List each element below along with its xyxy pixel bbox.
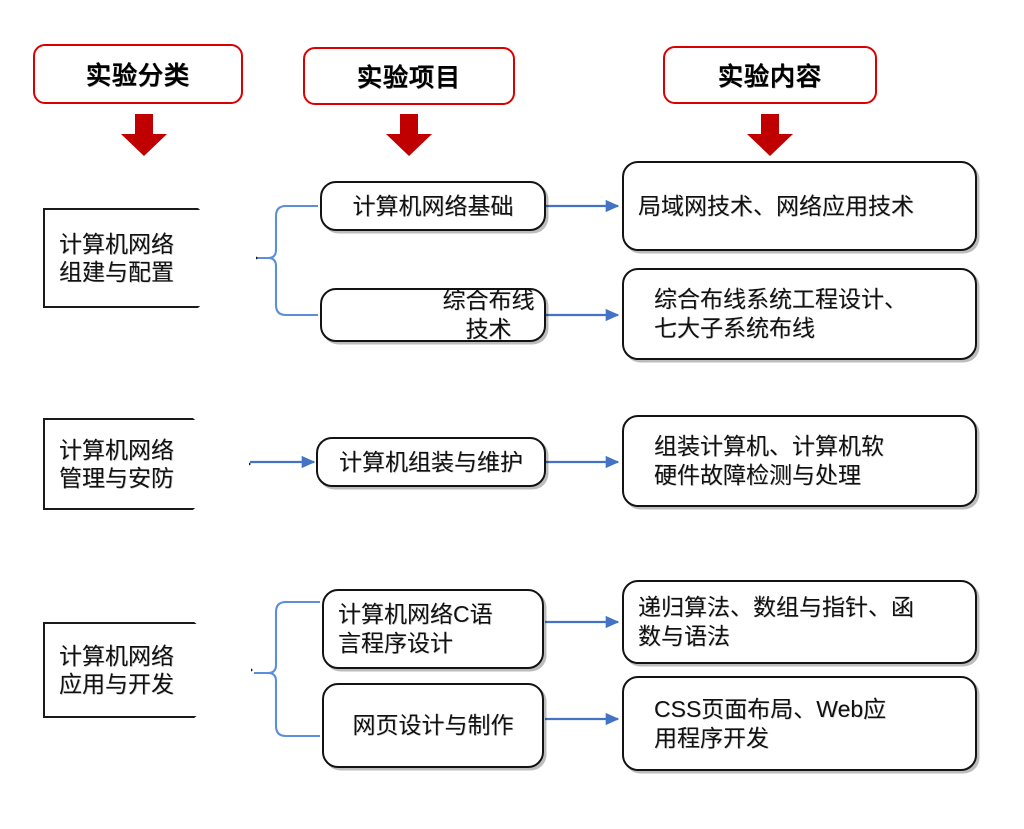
category-shape-row3[interactable]: 计算机网络 应用与开发 xyxy=(43,622,253,718)
down-arrow-icon-project xyxy=(386,114,432,156)
content-box-row3-item1[interactable]: 递归算法、数组与指针、函 数与语法 xyxy=(622,580,977,664)
category-label-row1: 计算机网络 组建与配置 xyxy=(59,230,174,285)
header-label-content: 实验内容 xyxy=(717,63,822,91)
project-box-row3-item1[interactable]: 计算机网络C语 言程序设计 xyxy=(322,589,544,669)
content-box-row1-item1[interactable]: 局域网技术、网络应用技术 xyxy=(622,161,977,251)
category-shape-row1[interactable]: 计算机网络 组建与配置 xyxy=(43,208,258,308)
project-label-row3-item1: 计算机网络C语 言程序设计 xyxy=(338,601,493,656)
header-label-project: 实验项目 xyxy=(356,64,461,92)
content-label-row1-item2: 综合布线系统工程设计、 七大子系统布线 xyxy=(654,286,907,341)
project-box-row1-item1[interactable]: 计算机网络基础 xyxy=(320,181,546,231)
branch-connector-row1 xyxy=(254,204,318,317)
header-label-category: 实验分类 xyxy=(85,62,190,90)
project-box-row3-item2[interactable]: 网页设计与制作 xyxy=(322,683,544,768)
header-pill-category[interactable]: 实验分类 xyxy=(33,44,243,104)
header-pill-project[interactable]: 实验项目 xyxy=(303,47,515,105)
header-pill-content[interactable]: 实验内容 xyxy=(663,46,877,104)
project-box-row2-item1[interactable]: 计算机组装与维护 xyxy=(316,437,546,487)
content-label-row1-item1: 局域网技术、网络应用技术 xyxy=(638,192,914,219)
project-label-row1-item1: 计算机网络基础 xyxy=(352,192,514,219)
project-box-row1-item2[interactable]: 综合布线技术 xyxy=(320,287,546,342)
project-label-row3-item2: 网页设计与制作 xyxy=(352,712,514,739)
content-box-row3-item2[interactable]: CSS页面布局、Web应 用程序开发 xyxy=(622,676,977,771)
category-label-row2: 计算机网络 管理与安防 xyxy=(59,436,174,491)
content-box-row1-item2[interactable]: 综合布线系统工程设计、 七大子系统布线 xyxy=(622,268,977,360)
content-box-row2-item1[interactable]: 组装计算机、计算机软 硬件故障检测与处理 xyxy=(622,415,977,507)
category-label-row3: 计算机网络 应用与开发 xyxy=(59,642,174,697)
content-label-row3-item1: 递归算法、数组与指针、函 数与语法 xyxy=(638,594,914,649)
project-label-row2-item1: 计算机组装与维护 xyxy=(339,448,523,475)
down-arrow-icon-category xyxy=(121,114,167,156)
content-label-row2-item1: 组装计算机、计算机软 硬件故障检测与处理 xyxy=(654,433,884,488)
content-label-row3-item2: CSS页面布局、Web应 用程序开发 xyxy=(654,695,887,751)
branch-connector-row3 xyxy=(254,600,320,738)
project-label-row1-item2-text: 综合布线技术 xyxy=(442,287,535,342)
down-arrow-icon-content xyxy=(747,114,793,156)
category-shape-row2[interactable]: 计算机网络 管理与安防 xyxy=(43,418,251,510)
